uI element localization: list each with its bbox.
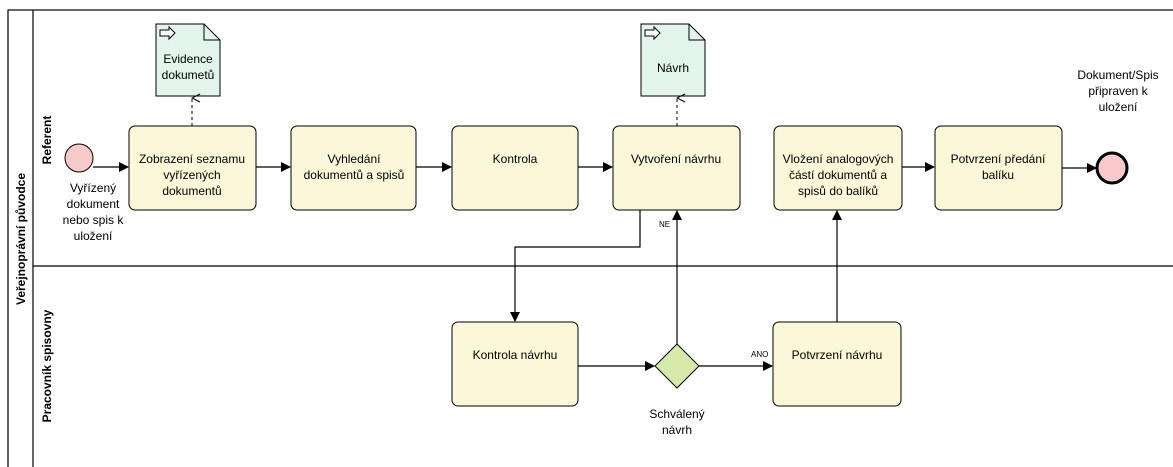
start-event-line-4: uložení	[74, 229, 113, 243]
document-evidence: Evidence dokumetů	[155, 23, 221, 97]
start-event-line-3: nebo spis k	[63, 213, 125, 227]
task-vytvoreni-line-1: Vytvoření návrhu	[631, 152, 721, 166]
task-zobrazeni: Zobrazení seznamu vyřízených dokumentů	[128, 125, 257, 211]
start-event: Vyřízený dokument nebo spis k uložení	[63, 143, 125, 243]
pool: Veřejnoprávní původce Referent Pracovník…	[7, 9, 1173, 467]
end-event: Dokument/Spis připraven k uložení	[1077, 68, 1159, 185]
gateway-label-line-1: Schválený	[649, 407, 704, 421]
task-potvrzeni-navrhu: Potvrzení návrhu	[772, 321, 902, 407]
task-kontrola-line-1: Kontrola	[493, 152, 538, 166]
task-vyhledani: Vyhledání dokumentů a spisů	[290, 125, 417, 211]
task-vlozeni-line-3: spisů do balíků	[798, 184, 878, 198]
task-kontrola-navrhu: Kontrola návrhu	[451, 321, 579, 407]
lane-label-pracovnik: Pracovník spisovny	[40, 309, 54, 422]
task-potvrzeni-navrhu-line-1: Potvrzení návrhu	[792, 348, 883, 362]
task-zobrazeni-line-3: dokumentů	[162, 184, 221, 198]
end-event-line-1: Dokument/Spis	[1077, 68, 1158, 82]
task-zobrazeni-line-2: vyřízených	[163, 168, 220, 182]
lane-label-referent: Referent	[40, 116, 54, 165]
task-potvrzeni-predani-line-1: Potvrzení předání	[951, 152, 1046, 166]
start-event-line-1: Vyřízený	[70, 181, 116, 195]
task-zobrazeni-line-1: Zobrazení seznamu	[139, 152, 245, 166]
task-kontrola-navrhu-line-1: Kontrola návrhu	[473, 348, 558, 362]
document-evidence-line-2: dokumetů	[162, 68, 215, 82]
flow-vytvoreni-kontrola-navrhu	[510, 210, 641, 322]
arrow-icon	[159, 25, 176, 41]
task-vyhledani-line-1: Vyhledání	[328, 152, 382, 166]
end-event-line-2: připraven k	[1088, 84, 1148, 98]
document-navrh: Návrh	[640, 23, 706, 97]
pool-label: Veřejnoprávní původce	[14, 173, 28, 305]
task-potvrzeni-predani-line-2: balíku	[982, 168, 1014, 182]
flow-label-ano: ANO	[751, 350, 768, 359]
task-vytvoreni: Vytvoření návrhu	[612, 125, 741, 211]
associations	[192, 98, 677, 126]
task-vlozeni-line-2: částí dokumentů a	[789, 168, 887, 182]
task-vlozeni: Vložení analogových částí dokumentů a sp…	[773, 125, 903, 211]
task-potvrzeni-predani: Potvrzení předání balíku	[934, 125, 1063, 211]
arrow-icon	[644, 25, 661, 41]
flow-label-ne: NE	[659, 220, 670, 229]
sequence-flows	[93, 162, 1097, 371]
document-evidence-line-1: Evidence	[163, 52, 213, 66]
gateway-schvaleny: Schválený návrh	[649, 343, 705, 437]
task-vyhledani-line-2: dokumentů a spisů	[304, 168, 405, 182]
start-event-line-2: dokument	[67, 197, 120, 211]
end-event-line-3: uložení	[1099, 100, 1138, 114]
gateway-label-line-2: návrh	[662, 423, 692, 437]
task-vlozeni-line-1: Vložení analogových	[783, 152, 894, 166]
task-kontrola: Kontrola	[451, 125, 579, 211]
document-navrh-line-1: Návrh	[657, 61, 689, 75]
